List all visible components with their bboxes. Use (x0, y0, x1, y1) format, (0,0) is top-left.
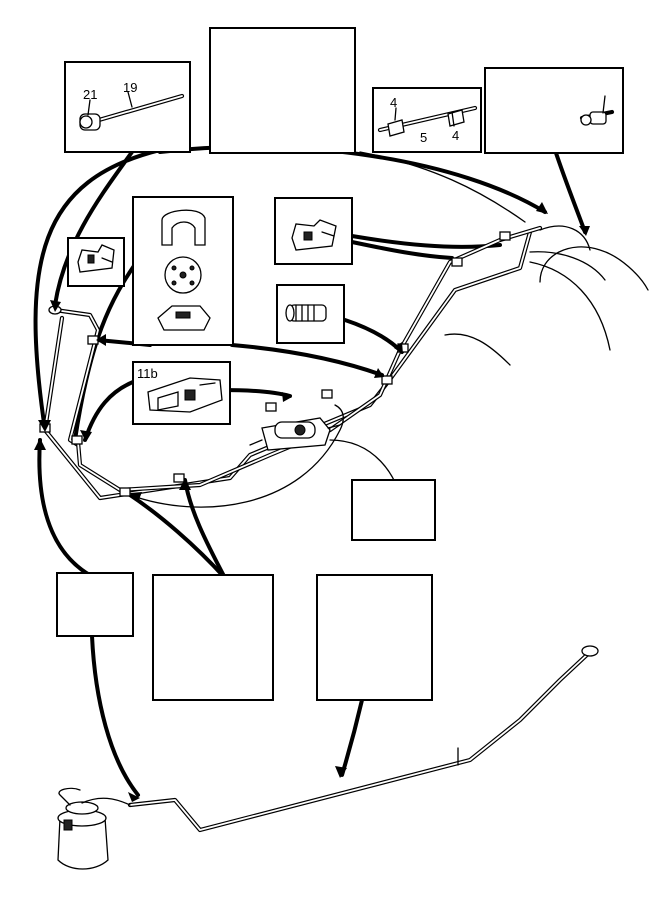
detail-box-empty-top (209, 27, 356, 154)
detail-box-empty-bottom-center (152, 574, 274, 701)
detail-box-connector (484, 67, 624, 154)
detail-box-empty-bottom-right (316, 574, 433, 701)
callout-4-right: 4 (452, 128, 459, 143)
detail-box-grommets (132, 196, 234, 346)
callout-19: 19 (123, 80, 137, 95)
detail-box-small-clip (67, 237, 125, 287)
callout-11b: 11b (137, 366, 158, 381)
fender-outline (539, 246, 649, 291)
detail-box-bracket-11b: 11b (132, 361, 231, 425)
detail-box-double-clip (274, 197, 353, 265)
detail-box-union (276, 284, 345, 344)
fuel-pump-unit (57, 787, 131, 870)
detail-box-clip: 4 5 4 (372, 87, 482, 153)
callout-21: 21 (83, 87, 97, 102)
fuel-filter (249, 417, 341, 451)
callout-4-left: 4 (390, 95, 397, 110)
detail-box-empty-bottom-left (56, 572, 134, 637)
callout-5: 5 (420, 130, 427, 145)
detail-box-empty-right (351, 479, 436, 541)
arrowheads (34, 202, 590, 802)
detail-box-pipe-end: 21 19 (64, 61, 191, 153)
